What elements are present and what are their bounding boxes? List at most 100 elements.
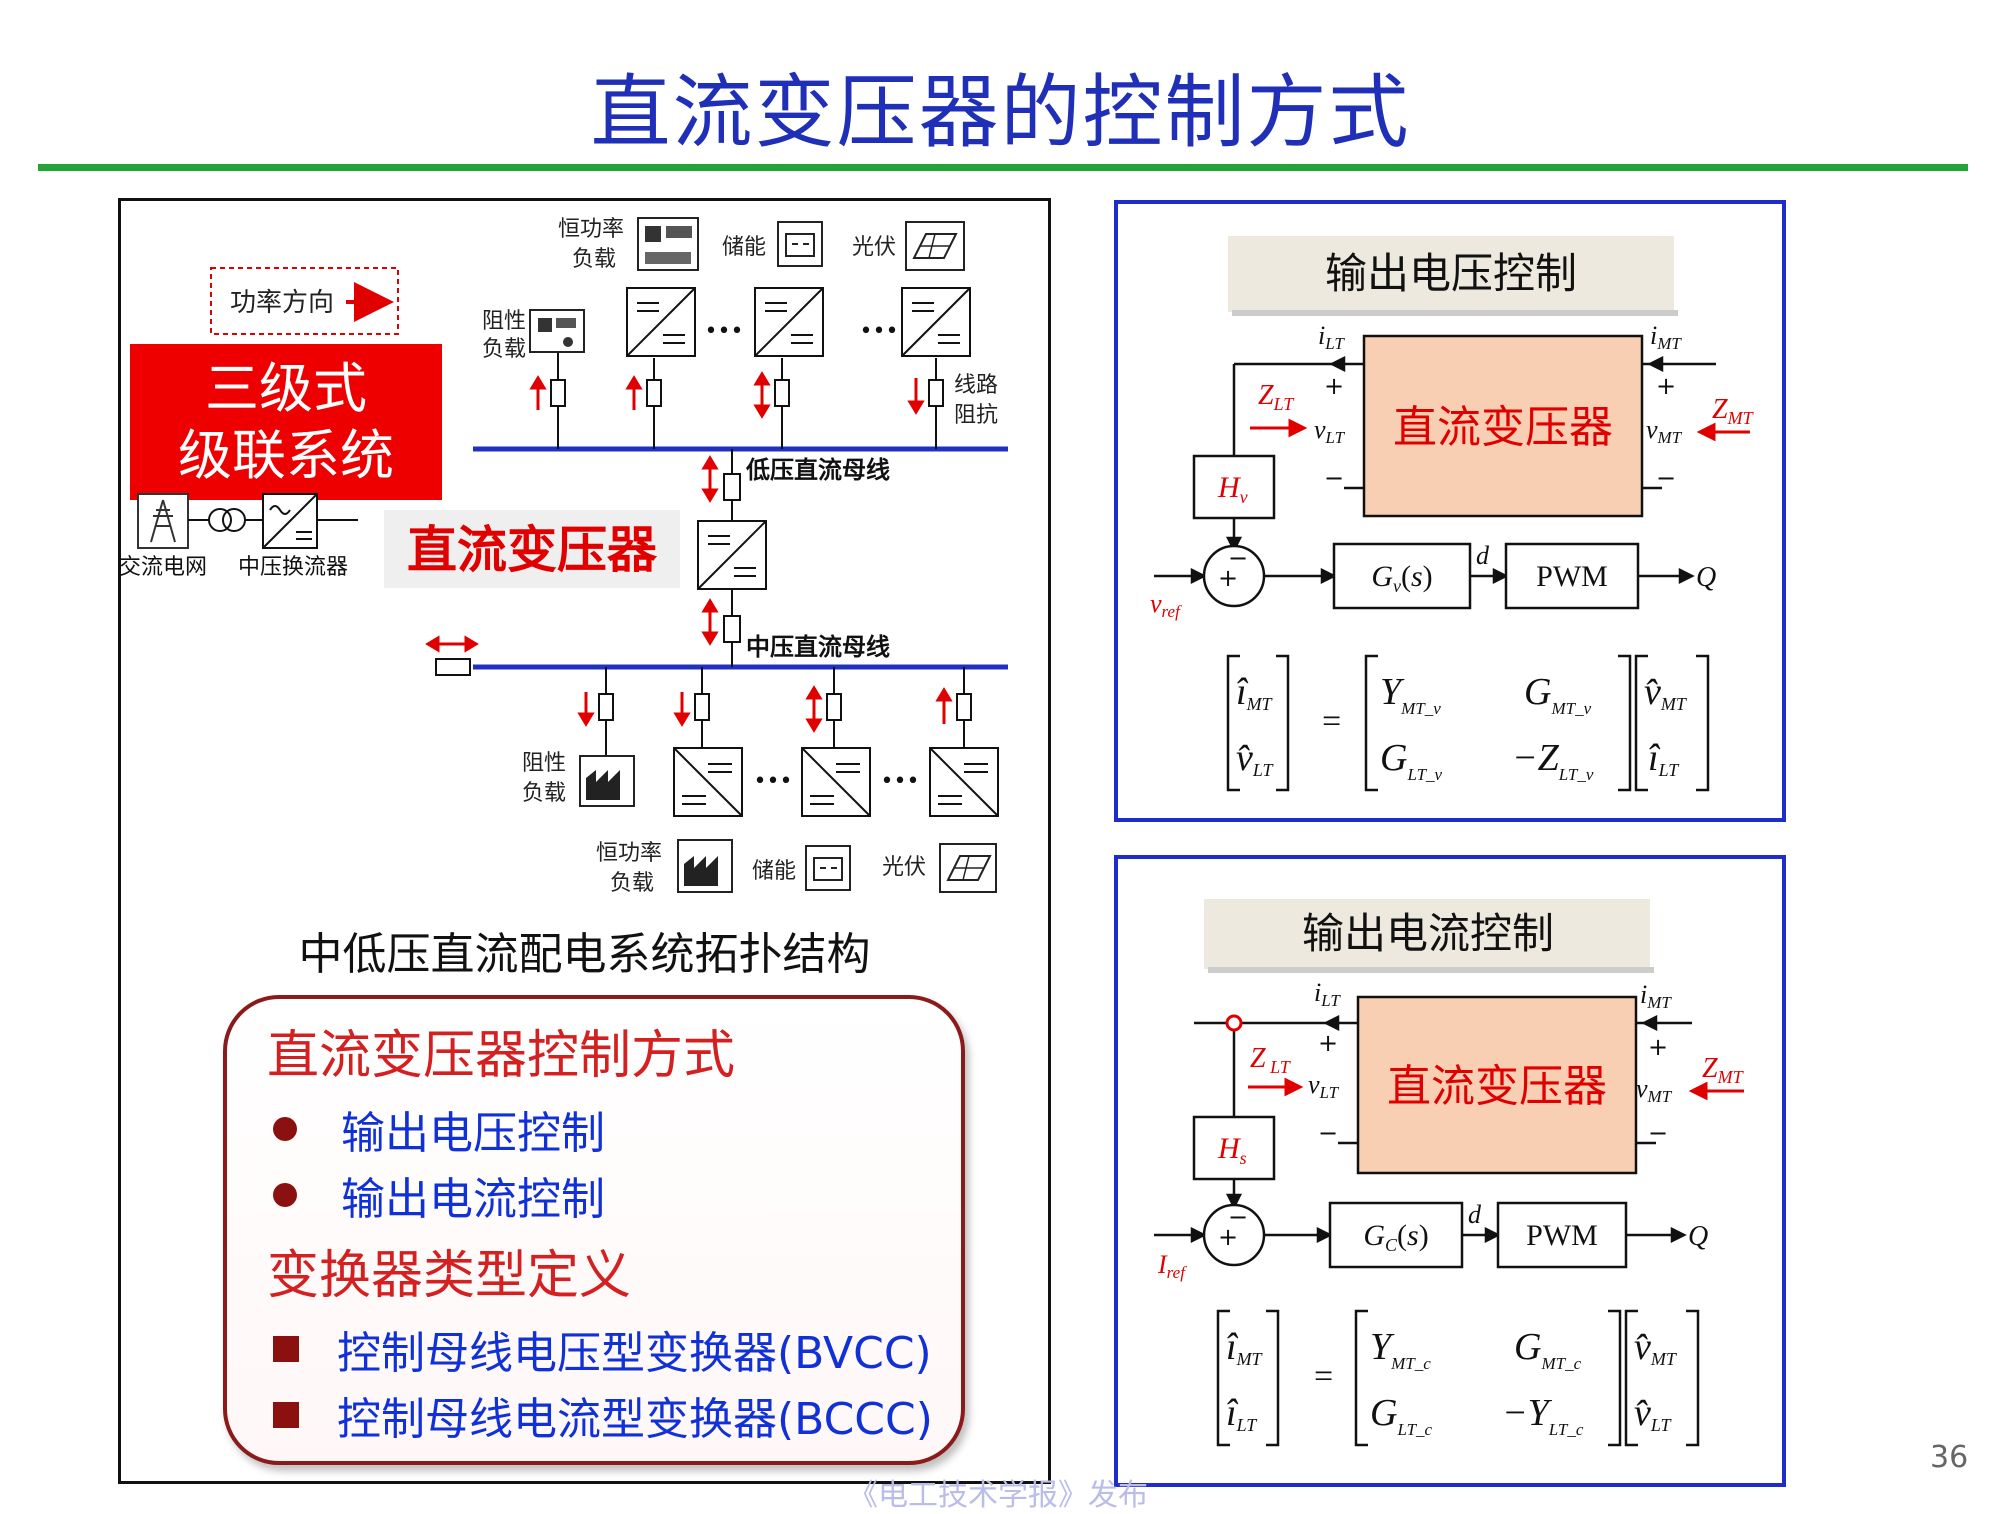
current-duty-label: d [1468,1200,1482,1229]
bullet-dot-icon [273,1183,297,1207]
current-z-arrows [1248,1077,1744,1101]
current-sum-plus: + [1218,1223,1238,1251]
voltage-q-label: Q [1696,562,1716,593]
svg-text:=: = [1314,1358,1333,1395]
top-const-power-label-1: 恒功率 [558,217,624,242]
publisher-watermark: 《电工技术学报》发布 [848,1478,1148,1513]
voltage-feedback-block [1192,454,1276,520]
svg-text:vLT: vLT [1308,1070,1340,1102]
bottom-feeders [598,667,972,778]
current-dctx-block [1356,995,1638,1175]
current-summing-junction [1202,1203,1266,1267]
panel-item-voltage: 输出电压控制 [267,1097,605,1161]
power-direction-label: 功率方向 [230,288,334,318]
system-label-line2: 级联系统 [178,424,394,487]
title-divider [38,164,1968,171]
current-sum-minus: − [1228,1203,1248,1231]
bottom-resistive-label-1: 阻性 [522,751,566,776]
voltage-z-mt: ZMT [1712,394,1755,428]
svg-text:−ZLT_v: −ZLT_v [1512,737,1594,784]
panel-item-bvcc: 控制母线电压型变换器(BVCC) [267,1317,932,1381]
voltage-plus-left: + [1324,372,1344,400]
top-pv-icon [905,221,965,271]
svg-text:v̂MT: v̂MT [1634,1326,1678,1369]
top-pv-label: 光伏 [852,235,896,260]
svg-text:iMT: iMT [1650,321,1682,353]
top-storage-label: 储能 [722,235,766,260]
page-title: 直流变压器的控制方式 [590,66,1411,159]
mid-bus-label: 中压直流母线 [746,633,890,661]
current-terminals [1194,1014,1692,1145]
top-feeder-arrows [529,371,925,419]
mv-bus-breaker [435,658,471,676]
voltage-plus-right: + [1656,372,1676,400]
current-minus-right: − [1648,1119,1668,1147]
voltage-dctx-label: 直流变压器 [1393,402,1613,453]
ac-grid-icon [137,493,189,549]
top-converter-3 [901,287,971,357]
svg-text:vMT: vMT [1646,415,1683,447]
svg-text:GMT_c: GMT_c [1514,1326,1582,1373]
panel-item-current-label: 输出电流控制 [341,1174,605,1225]
voltage-controller-block [1332,542,1472,610]
current-q-label: Q [1688,1221,1708,1252]
current-z-mt: ZMT [1702,1053,1745,1087]
top-const-power-label-2: 负载 [572,247,616,272]
transformer-symbol [208,508,246,532]
current-loop-lines [1154,1179,1687,1244]
panel-item-bccc: 控制母线电流型变换器(BCCC) [267,1383,933,1447]
top-resistive-label-1: 阻性 [482,309,526,334]
bottom-const-power-label-1: 恒功率 [596,841,662,866]
voltage-pwm-label: PWM [1536,560,1608,593]
svg-text:=: = [1322,703,1341,740]
page-number: 36 [1930,1440,1969,1475]
current-controller-label: GC(s) [1363,1219,1428,1255]
bottom-pv-icon [939,843,997,893]
voltage-minus-right: − [1656,464,1676,492]
top-resistive-load-icon [529,309,585,353]
svg-text:îLT: îLT [1226,1392,1258,1435]
voltage-minus-left: − [1324,464,1344,492]
bottom-resistive-label-2: 负载 [522,781,566,806]
low-bus-label: 低压直流母线 [745,456,890,484]
current-pwm-block [1496,1201,1628,1269]
panel-heading-types: 变换器类型定义 [267,1246,632,1306]
bullet-dot-icon [273,1117,297,1141]
control-method-panel: 直流变压器控制方式 输出电压控制 输出电流控制 变换器类型定义 控制母线电压型变… [223,995,965,1465]
system-label-box [130,344,442,500]
voltage-ref-label: vref [1150,589,1182,621]
voltage-control-panel: 输出电压控制 直流变压器 iLT iMT vLT vMT + + − − ZLT… [1114,200,1786,822]
current-z-lt: Z LT [1250,1043,1292,1077]
bullet-square-icon [273,1402,299,1428]
current-ref-label: Iref [1157,1250,1187,1282]
voltage-controller-label: Gv(s) [1371,560,1432,596]
bottom-converter-3 [929,747,999,817]
dc-transformer-label-bg [384,510,680,588]
bottom-storage-icon [805,845,851,891]
current-controller-block [1328,1201,1464,1269]
bottom-ellipsis-2: ••• [881,769,920,794]
svg-text:vMT: vMT [1636,1074,1673,1106]
bottom-const-power-load-icon [677,839,733,893]
dc-transformer-label: 直流变压器 [407,521,658,579]
mv-converter-icon [262,493,318,549]
bottom-feeder-arrows [577,685,953,733]
bottom-resistive-load-icon [579,755,635,807]
voltage-control-title-bg [1228,236,1674,312]
svg-text:v̂LT: v̂LT [1236,737,1275,780]
power-direction-legend [210,267,399,335]
voltage-duty-label: d [1476,541,1490,570]
voltage-z-arrows [1250,418,1750,442]
bottom-converter-2 [801,747,871,817]
voltage-sum-minus: − [1228,544,1248,572]
mv-converter-power-arrows [425,635,479,653]
svg-text:v̂MT: v̂MT [1644,671,1688,714]
svg-text:îMT: îMT [1226,1326,1264,1369]
voltage-dctx-block [1362,334,1644,518]
dc-transformer-lower-breaker [723,615,741,643]
bottom-converter-1 [673,747,743,817]
voltage-sum-plus: + [1218,564,1238,592]
bullet-square-icon [273,1336,299,1362]
bottom-storage-label: 储能 [752,859,796,884]
dc-transformer-upper-breaker [723,473,741,501]
